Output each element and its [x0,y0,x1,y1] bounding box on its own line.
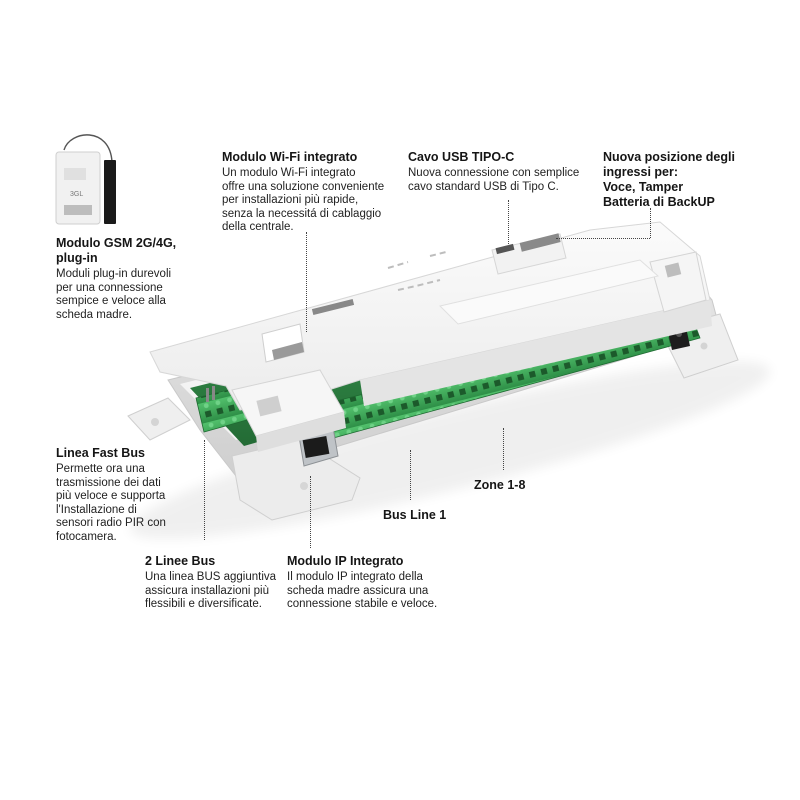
callout-fast-bus-line: Linea Fast Bus Permette ora una trasmiss… [56,446,216,544]
callout-title: Modulo IP Integrato [287,554,404,568]
callout-title: Linea Fast Bus [56,446,145,460]
callout-bus-line-1: Bus Line 1 [383,508,483,523]
callout-usb-c-cable: Cavo USB TIPO-C Nuova connessione con se… [408,150,608,194]
callout-title: Nuova posizione degli ingressi per: Voce… [603,150,735,209]
callout-body: Nuova connessione con semplice cavo stan… [408,167,580,193]
gsm-module-illustration: 3GL [55,134,116,225]
callout-zone-1-8: Zone 1-8 [474,478,574,493]
callout-title: Cavo USB TIPO-C [408,150,515,164]
inputs-leader-line-horizontal [556,238,650,239]
callout-body: Una linea BUS aggiuntiva assicura instal… [145,571,277,610]
callout-title: Modulo Wi-Fi integrato [222,150,358,164]
zone-leader-line [503,428,504,470]
callout-two-bus-lines: 2 Linee Bus Una linea BUS aggiuntiva ass… [145,554,295,612]
wifi-leader-line [306,232,307,332]
callout-body: Permette ora una trasmissione dei dati p… [56,463,166,543]
svg-text:3GL: 3GL [70,191,83,198]
callout-title: Bus Line 1 [383,508,447,522]
callout-ip-module: Modulo IP Integrato Il modulo IP integra… [287,554,467,612]
ip-leader-line [310,476,311,548]
callout-inputs-position: Nuova posizione degli ingressi per: Voce… [603,150,783,210]
usb-leader-line [508,200,509,244]
inputs-leader-line [650,208,651,238]
fastbus-leader-line [204,440,205,540]
busline1-leader-line [410,450,411,500]
callout-title: Zone 1-8 [474,478,526,492]
callout-wifi-module: Modulo Wi-Fi integrato Un modulo Wi-Fi i… [222,150,422,235]
callout-body: Il modulo IP integrato della scheda madr… [287,571,438,610]
callout-body: Moduli plug-in durevoli per una connessi… [56,268,172,321]
callout-title: Modulo GSM 2G/4G, plug-in [56,236,177,265]
callout-title: 2 Linee Bus [145,554,216,568]
callout-body: Un modulo Wi-Fi integrato offre una solu… [222,167,385,233]
callout-gsm-module: Modulo GSM 2G/4G, plug-in Moduli plug-in… [56,236,216,322]
